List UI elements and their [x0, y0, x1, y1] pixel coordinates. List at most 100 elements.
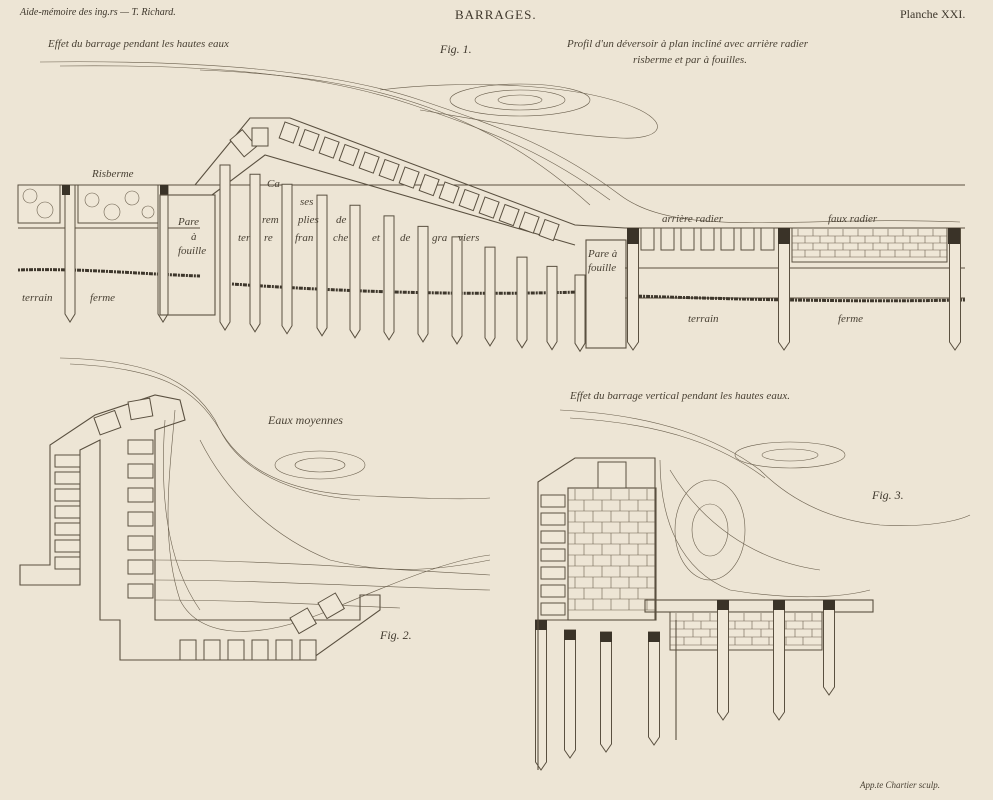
fig1-cases-5: de [336, 214, 347, 226]
fig1-number: Fig. 1. [440, 42, 472, 56]
fig2-block [127, 511, 154, 527]
incline-block [278, 121, 300, 144]
fig2-block [127, 583, 154, 599]
fig1-cases-1: Ca [267, 178, 280, 190]
incline-block [318, 136, 340, 159]
fig2-block [93, 409, 122, 436]
fig1-arriere-radier: arrière radier [662, 213, 724, 225]
fig1-terrain-left: terrain [22, 292, 53, 304]
fig1-pare-left-1: Pare [178, 216, 199, 228]
fig3-pile [717, 599, 729, 721]
incline-block [458, 188, 480, 212]
fig1-pile [516, 256, 528, 349]
fig3-wall-block [540, 530, 566, 544]
pile-cap [600, 632, 612, 642]
fig3-wall-block [540, 566, 566, 580]
fig1-pare-left-2: à [191, 231, 197, 243]
fig1-pile [451, 236, 463, 345]
fig2-block [289, 607, 318, 635]
pile-cap [717, 600, 729, 610]
fig3-pile [600, 631, 612, 753]
fig3-wall-block [540, 602, 566, 616]
fig1-cases-13: viers [458, 232, 480, 244]
fig2-block [299, 639, 317, 661]
fig2-block [127, 439, 154, 455]
fig1-pile [949, 227, 961, 351]
fig2-block [54, 505, 81, 519]
incline-block [358, 151, 380, 174]
fig1-pare-right-2: fouille [588, 262, 617, 274]
fig3-pile [535, 619, 547, 771]
fig2-caption: Eaux moyennes [268, 413, 343, 427]
fig3-wall-block [540, 512, 566, 526]
pile-cap [773, 600, 785, 610]
fig2-block [127, 487, 154, 503]
fig2-block [127, 397, 154, 421]
fig1-pile [249, 173, 261, 333]
fig1-pile [417, 225, 429, 343]
incline-block [398, 166, 420, 189]
fig1-caption-right-line1: Profil d'un déversoir à plan incliné ave… [567, 38, 809, 50]
incline-block [438, 181, 460, 204]
fig1-cases-9: che [333, 232, 349, 244]
radier-block [720, 227, 735, 251]
fig1-risberme-label: Risberme [92, 168, 134, 180]
fig2-block [179, 639, 197, 661]
fig1-caption-right-line2: risberme et par à fouilles. [633, 54, 747, 66]
fig1-cases-10: et [372, 232, 380, 244]
fig1-ferme-left: ferme [90, 292, 116, 304]
fig1-cases-2: ses [300, 196, 314, 208]
pile-cap [648, 632, 660, 642]
fig1-cases-6: ter [238, 232, 251, 244]
fig1-pile [484, 246, 496, 347]
fig2-block [127, 559, 154, 575]
fig2-drawing [19, 357, 491, 661]
fig1-pile [383, 215, 395, 341]
fig2-block [54, 539, 81, 553]
fig1-cases-8: fran [295, 232, 314, 244]
radier-block [700, 227, 715, 251]
radier-block [680, 227, 695, 251]
fig3-caption: Effet du barrage vertical pendant les ha… [570, 390, 790, 402]
fig2-block [54, 488, 81, 502]
fig1-terrain-right: terrain [688, 313, 719, 325]
incline-block [518, 211, 540, 234]
fig2-block [127, 463, 154, 479]
incline-block [298, 128, 320, 152]
fig2-block [203, 639, 221, 661]
fig2-block [251, 639, 269, 661]
fig1-cases-12: gra [432, 232, 448, 244]
fig1-cases-11: de [400, 232, 411, 244]
pile-cap [823, 600, 835, 610]
fig1-ferme-right: ferme [838, 313, 864, 325]
fig1-pile [281, 183, 293, 335]
fig2-block [54, 454, 81, 468]
incline-block [538, 218, 560, 242]
fig2-block [54, 471, 81, 485]
fig2-block [54, 522, 81, 536]
incline-block [338, 143, 360, 167]
fig1-faux-radier: faux radier [828, 213, 878, 225]
fig3-pile [648, 631, 660, 746]
pile-cap [535, 620, 547, 630]
radier-block [660, 227, 675, 251]
incline-block [378, 158, 400, 182]
incline-block [498, 203, 520, 227]
fig2-number: Fig. 2. [380, 628, 412, 642]
fig3-wall-block [540, 584, 566, 598]
fig1-pile [349, 204, 361, 339]
fig1-caption-left: Effet du barrage pendant les hautes eaux [48, 38, 229, 50]
fig2-block [317, 592, 346, 620]
fig3-wall-block [540, 494, 566, 508]
fig2-block [127, 535, 154, 551]
header-title: BARRAGES. [455, 7, 537, 22]
incline-block [251, 127, 269, 147]
engraver-signature: App.te Chartier sculp. [860, 780, 940, 790]
radier-block [760, 227, 775, 251]
header-plate-number: Planche XXI. [900, 7, 966, 21]
fig1-pile [778, 227, 790, 351]
fig1-pile [316, 194, 328, 337]
fig3-pile [823, 599, 835, 696]
